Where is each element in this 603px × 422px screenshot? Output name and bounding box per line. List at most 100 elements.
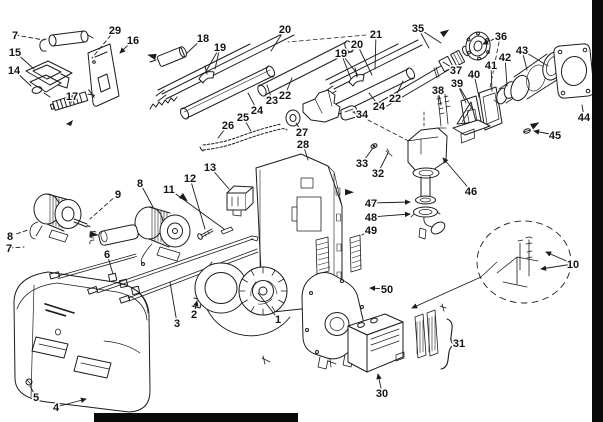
callout-7: 7 xyxy=(6,243,12,255)
part-terminal-strip-17 xyxy=(49,89,96,126)
callout-3: 3 xyxy=(174,318,180,330)
part-screw-32 xyxy=(385,148,393,157)
callout-11: 11 xyxy=(163,184,175,196)
leader-line-7 xyxy=(14,34,45,41)
callout-23: 23 xyxy=(266,95,278,107)
leader-line-16 xyxy=(119,39,134,54)
leader-line-47 xyxy=(370,199,411,205)
callout-39: 39 xyxy=(451,78,463,90)
leader-line-18 xyxy=(186,37,204,54)
part-flange-ring-48 xyxy=(413,206,438,218)
callout-25: 25 xyxy=(237,112,249,124)
part-grommet-14 xyxy=(31,86,43,94)
leader-line-20 xyxy=(356,43,373,76)
callout-40: 40 xyxy=(468,69,480,81)
callout-27: 27 xyxy=(296,127,308,139)
callout-28: 28 xyxy=(297,139,309,151)
callout-44: 44 xyxy=(578,112,591,124)
part-ignition-transformer-30 xyxy=(347,313,405,373)
leader-line-7 xyxy=(8,246,25,249)
leader-line-10 xyxy=(540,263,574,271)
callout-35: 35 xyxy=(412,23,424,35)
callout-12: 12 xyxy=(184,173,196,185)
leader-line-21 xyxy=(374,33,377,70)
part-grille-49 xyxy=(349,234,362,273)
leader-line-22 xyxy=(394,80,404,99)
leader-line-41 xyxy=(490,64,493,92)
callout-10: 10 xyxy=(567,259,579,271)
callout-24: 24 xyxy=(373,101,386,113)
scan-bar-right xyxy=(592,0,603,422)
leader-line-50 xyxy=(369,285,388,292)
leader-line-45 xyxy=(533,129,556,136)
leader-line-49 xyxy=(361,229,372,236)
detail-view-circle-10 xyxy=(411,220,572,309)
callout-48: 48 xyxy=(365,212,377,224)
part-gasket-strip-25-26 xyxy=(199,123,288,152)
callout-37: 37 xyxy=(450,65,462,77)
leader-line-19 xyxy=(204,46,221,74)
callout-16: 16 xyxy=(127,35,139,47)
leader-line-30 xyxy=(376,373,383,394)
part-static-tube-22 xyxy=(257,40,354,97)
leader-line-26 xyxy=(217,124,229,139)
brace-31 xyxy=(440,318,456,370)
leader-line-8 xyxy=(139,182,154,208)
part-screw-5 xyxy=(25,378,33,386)
leader-line-27 xyxy=(295,122,303,133)
leader-line-25 xyxy=(242,116,252,132)
part-capacitor-9 xyxy=(89,224,139,246)
callout-46: 46 xyxy=(465,186,477,198)
leader-line-43 xyxy=(521,49,528,71)
leader-line-23 xyxy=(266,84,273,101)
part-screw-33 xyxy=(370,143,378,149)
leader-line-10 xyxy=(545,251,574,265)
leader-line-19 xyxy=(214,46,221,70)
part-pedestal-flange-44 xyxy=(553,43,595,99)
callout-21: 21 xyxy=(370,29,382,41)
leader-line-13 xyxy=(209,166,230,190)
callout-22: 22 xyxy=(279,90,291,102)
callout-5: 5 xyxy=(33,392,39,404)
leader-line-24 xyxy=(247,92,258,111)
leader-line-6 xyxy=(106,253,114,275)
callout-33: 33 xyxy=(356,158,368,170)
leader-line-28 xyxy=(302,143,309,161)
callout-38: 38 xyxy=(432,85,444,97)
construction-line xyxy=(287,34,367,43)
callout-8: 8 xyxy=(137,178,143,190)
leader-line-9 xyxy=(89,193,119,220)
leader-line-19 xyxy=(340,52,352,80)
leader-line-40 xyxy=(473,73,480,98)
callout-24: 24 xyxy=(251,105,264,117)
callout-19: 19 xyxy=(214,42,226,54)
callout-34: 34 xyxy=(356,109,369,121)
part-screw-12 xyxy=(197,228,214,240)
part-retention-head-27 xyxy=(285,89,427,151)
leader-line-38 xyxy=(437,89,442,106)
callout-22: 22 xyxy=(389,93,401,105)
part-baffle-plates-31 xyxy=(414,303,456,370)
callout-6: 6 xyxy=(104,249,110,261)
callout-45: 45 xyxy=(549,130,561,142)
leader-line-32 xyxy=(377,152,389,174)
callout-32: 32 xyxy=(372,168,384,180)
part-junction-box-13 xyxy=(226,185,254,217)
leader-line-48 xyxy=(370,211,411,218)
leader-line-15 xyxy=(14,51,35,70)
leader-line-34 xyxy=(352,110,363,116)
decor-arrows xyxy=(89,29,540,238)
callout-41: 41 xyxy=(485,60,497,72)
leader-line-4 xyxy=(55,397,87,408)
leader-line-37 xyxy=(442,61,457,71)
part-motor-left-8 xyxy=(29,193,91,243)
part-pin-11 xyxy=(220,226,234,235)
part-electrode-assembly-left xyxy=(149,29,295,120)
leader-line-29 xyxy=(91,29,116,59)
leader-line-39 xyxy=(456,82,474,111)
callout-14: 14 xyxy=(8,65,21,77)
leader-line-14 xyxy=(13,69,32,87)
leader-line-8 xyxy=(9,229,29,237)
